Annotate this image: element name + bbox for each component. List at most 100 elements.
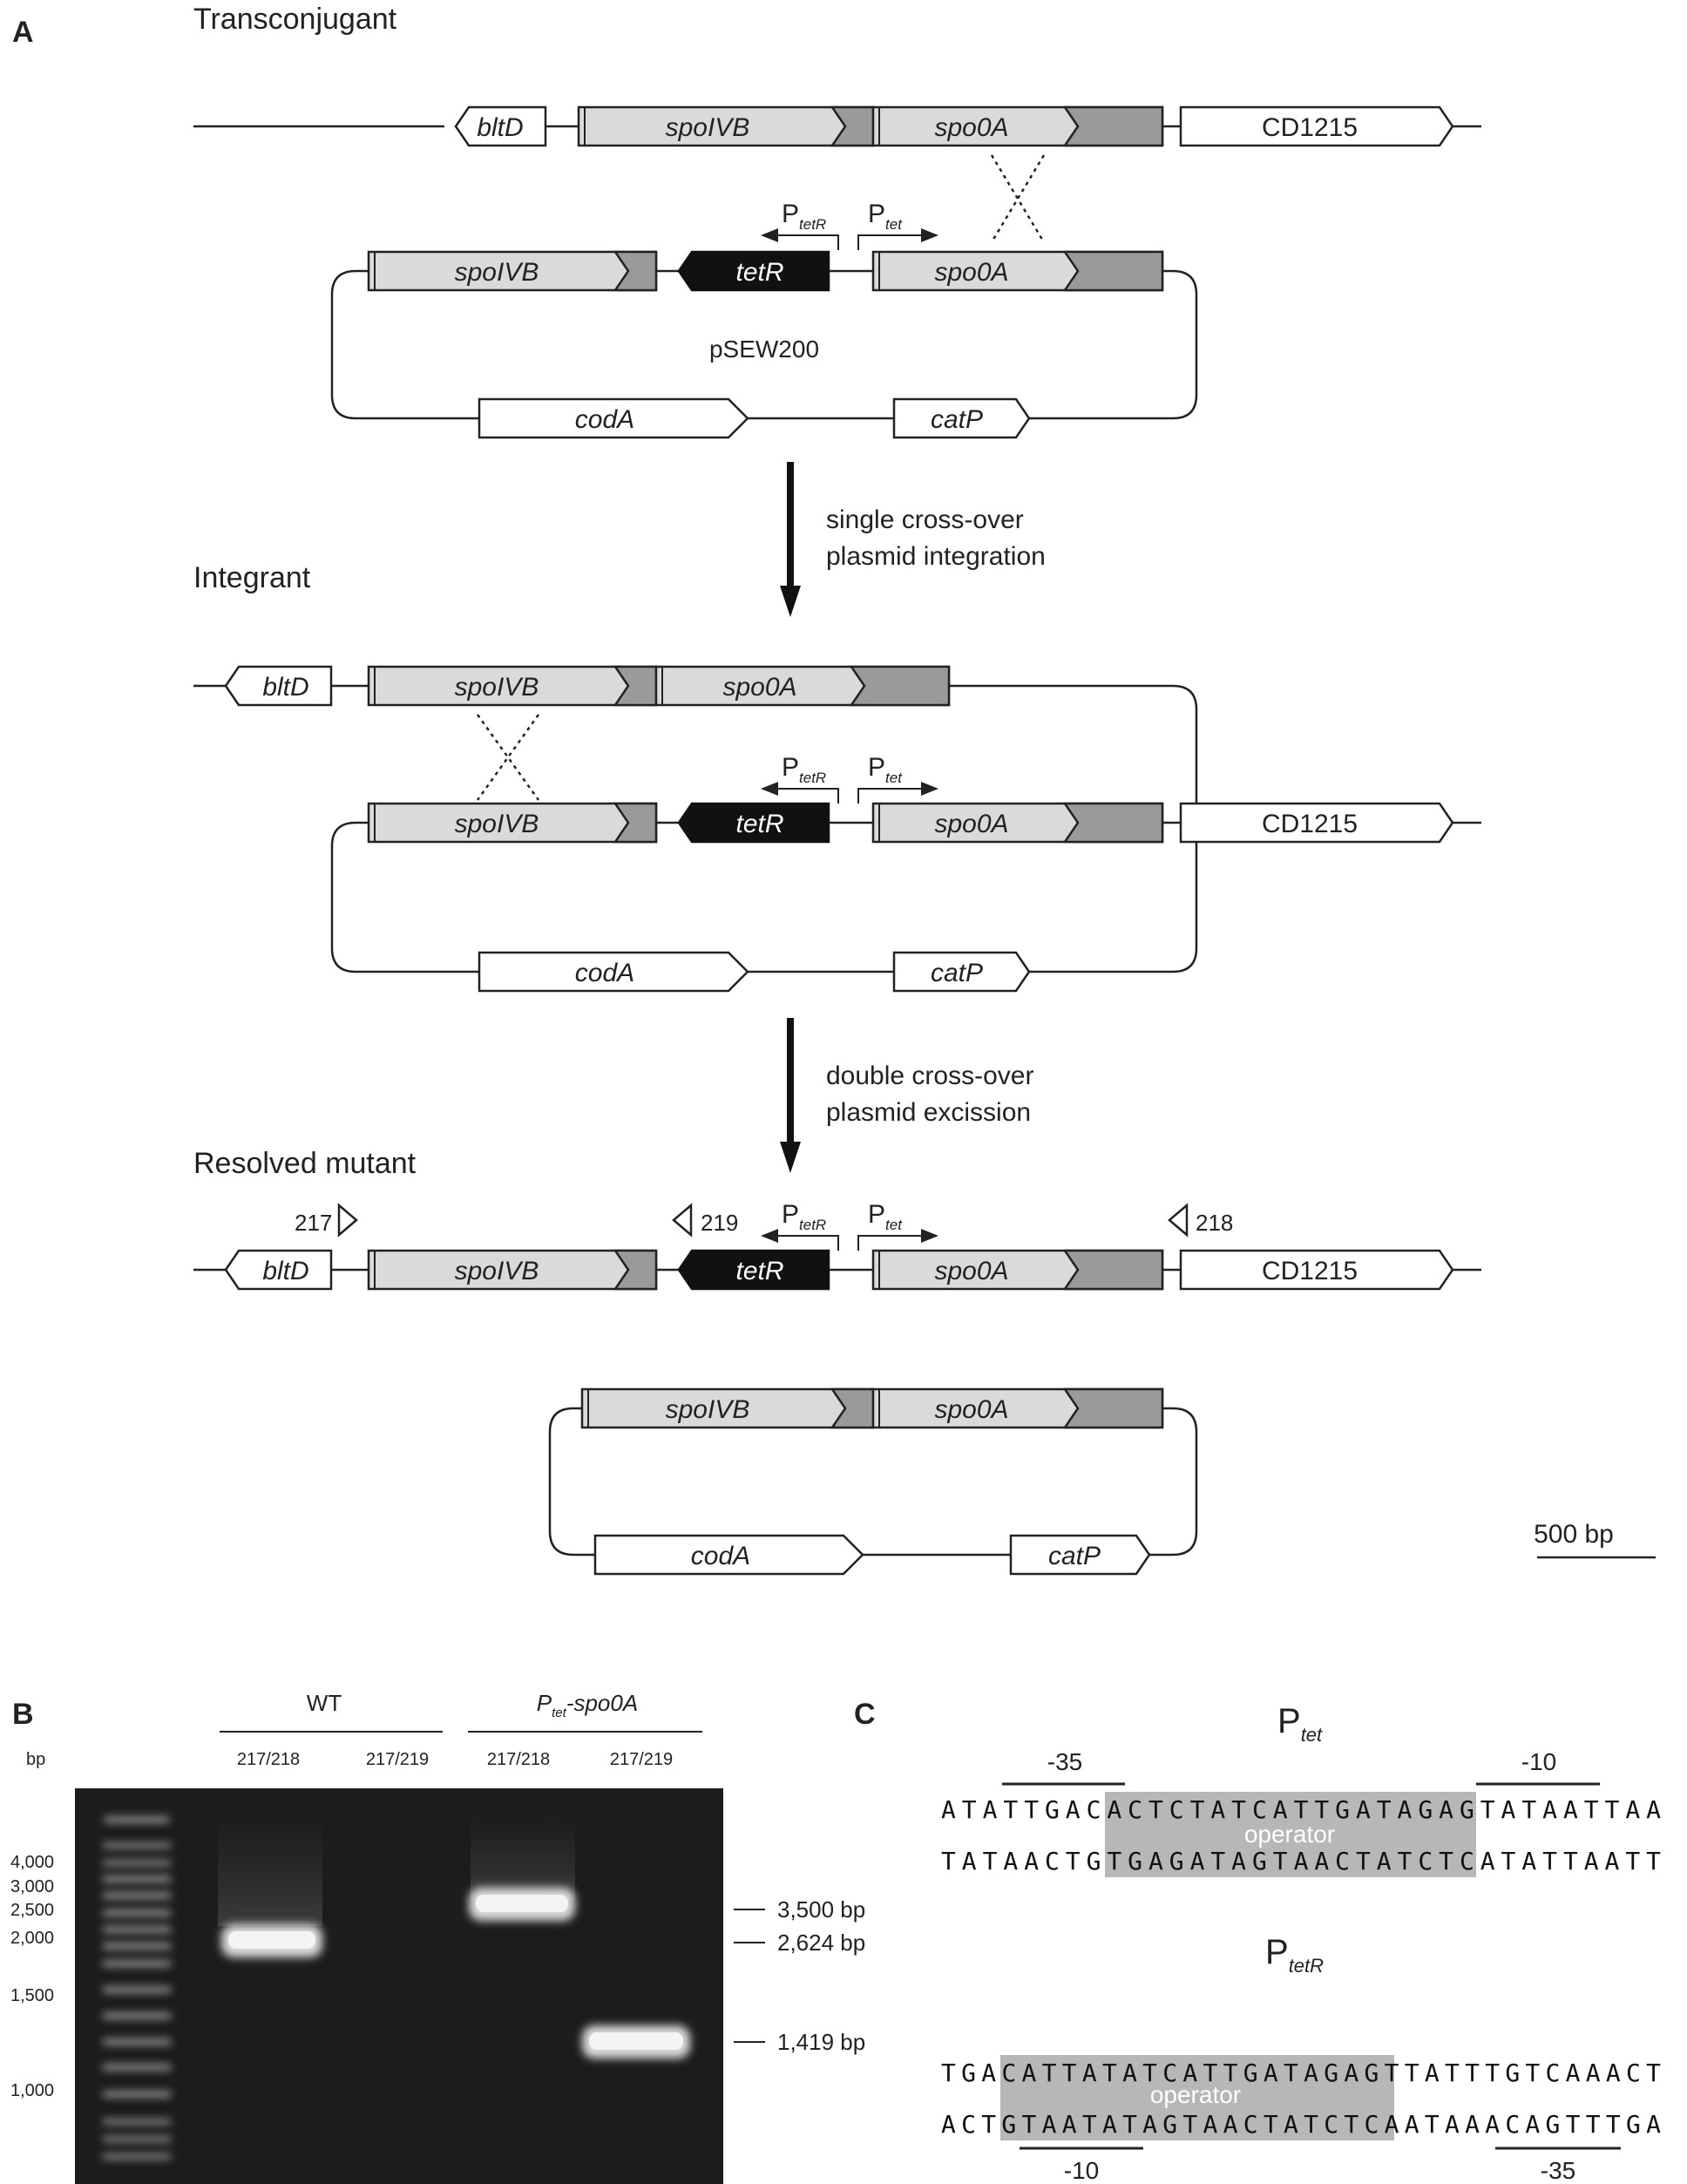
integrant-plasmid-tetR-label: tetR — [735, 810, 783, 838]
plasmid-gene-codA — [478, 397, 749, 439]
resolved-gene-spo0A-label: spo0A — [934, 1257, 1008, 1285]
scale-bar: 500 bp — [1534, 1520, 1656, 1559]
primer-218: 218 — [1168, 1203, 1233, 1238]
stage-integrant-label: Integrant — [193, 561, 311, 594]
integrant-gene-CD1215-label: CD1215 — [1262, 810, 1358, 838]
integrant-plasmid-spoIVB-label: spoIVB — [455, 810, 539, 838]
step1-line2: plasmid integration — [826, 542, 1046, 571]
excised-gene-spo0A-label: spo0A — [934, 1395, 1008, 1424]
resolved-gene-spoIVB-label: spoIVB — [455, 1257, 539, 1285]
lane-label-1: 217/218 — [237, 1750, 300, 1769]
promoter-tet-2: Ptet — [857, 753, 938, 804]
gene-spoIVB-label: spoIVB — [666, 113, 750, 142]
band-label-2624: 2,624 bp — [777, 1930, 865, 1956]
panel-b-label: B — [12, 1698, 34, 1731]
ladder-lane — [103, 1817, 171, 2159]
ptet-operator-label: operator — [1244, 1821, 1335, 1848]
step-arrow-excision — [780, 1018, 801, 1173]
integrant-plasmid-catP — [892, 951, 1031, 993]
plasmid-gene-spoIVB — [367, 250, 658, 292]
integrant-top-row: bltD spoIVB spo0A — [193, 665, 1198, 804]
ptet-minus10: -10 — [1521, 1748, 1556, 1775]
excised-gene-catP — [1009, 1534, 1151, 1576]
integrant-plasmid-catP-label: catP — [931, 959, 983, 987]
ptetr-title: PtetR — [1265, 1933, 1324, 1977]
excised-gene-spoIVB-label: spoIVB — [666, 1395, 750, 1424]
excised-gene-catP-label: catP — [1048, 1542, 1101, 1570]
ladder-label-4000: 4,000 — [10, 1853, 54, 1872]
ptetr-operator-label: operator — [1150, 2081, 1241, 2108]
svg-text:217: 217 — [295, 1210, 332, 1236]
lane-label-4: 217/219 — [610, 1750, 673, 1769]
gene-CD1215-label: CD1215 — [1262, 113, 1358, 142]
crossover-mark — [990, 154, 1046, 243]
gel-image — [75, 1788, 723, 2184]
resolved-gene-spoIVB — [367, 1249, 658, 1291]
integrant-gene-bltD-label: bltD — [262, 673, 308, 702]
promoter-tetR-3: PtetR — [761, 1200, 839, 1251]
integrant-gene-spo0A-label: spo0A — [722, 673, 796, 702]
group-mut-label: Ptet-spo0A — [537, 1690, 638, 1720]
ptetr-minus10: -10 — [1064, 2157, 1099, 2184]
primer-219: 219 — [672, 1203, 738, 1238]
resolved-chromosome: bltD spoIVB tetR spo0A CD1215 — [193, 1249, 1481, 1291]
gene-bltD-label: bltD — [477, 113, 523, 142]
svg-text:219: 219 — [701, 1210, 738, 1236]
ptet-title: Ptet — [1277, 1702, 1323, 1746]
plasmid-gene-catP-label: catP — [931, 405, 983, 434]
plasmid-gene-codA-label: codA — [575, 405, 634, 434]
band-mut-217-218 — [469, 1888, 575, 1921]
integrant-gene-CD1215 — [1179, 802, 1454, 844]
group-wt-label: WT — [307, 1690, 342, 1716]
svg-text:PtetR: PtetR — [782, 200, 826, 233]
plasmid-gene-tetR-label: tetR — [735, 258, 783, 287]
excised-plasmid: spoIVB spo0A codA catP — [548, 1387, 1198, 1576]
svg-text:PtetR: PtetR — [782, 1200, 826, 1233]
resolved-gene-tetR-label: tetR — [735, 1257, 783, 1285]
stage-transconjugant-label: Transconjugant — [193, 3, 397, 36]
svg-text:Ptet: Ptet — [868, 200, 903, 233]
ptet-top-strand: ATATTGACACTCTATCATTGATAGAGTATAATTAA — [941, 1795, 1661, 1824]
panel-c-label: C — [854, 1698, 876, 1731]
band-label-1419: 1,419 bp — [777, 2029, 865, 2055]
integrant-gene-spoIVB — [367, 665, 658, 707]
lane-label-3: 217/218 — [487, 1750, 550, 1769]
resolved-gene-CD1215-label: CD1215 — [1262, 1257, 1358, 1285]
promoter-tetR: PtetR — [761, 200, 839, 250]
primer-217: 217 — [295, 1203, 358, 1238]
svg-text:500 bp: 500 bp — [1534, 1520, 1614, 1549]
promoter-tetR-2: PtetR — [761, 753, 839, 804]
step2-line2: plasmid excission — [826, 1098, 1031, 1127]
plasmid-name: pSEW200 — [709, 336, 819, 363]
band-mut-217-219 — [582, 2025, 690, 2059]
svg-text:218: 218 — [1196, 1210, 1233, 1236]
crossover-mark-2 — [476, 714, 540, 801]
step-arrow-integration — [780, 462, 801, 617]
svg-text:Ptet: Ptet — [868, 753, 903, 786]
svg-text:Ptet: Ptet — [868, 1200, 903, 1233]
ptet-bottom-strand: TATAACTGTGAGATAGTAACTATCTCATATTAATT — [941, 1847, 1661, 1875]
integrant-plasmid-spo0A-label: spo0A — [934, 810, 1008, 838]
ladder-label-3000: 3,000 — [10, 1877, 54, 1896]
plasmid-gene-spoIVB-label: spoIVB — [455, 258, 539, 287]
resolved-gene-CD1215 — [1179, 1249, 1454, 1291]
gene-spoIVB — [577, 105, 875, 147]
ptet-minus35: -35 — [1047, 1748, 1082, 1775]
integrant-plasmid-row: spoIVB tetR spo0A CD1215 codA catP — [330, 802, 1481, 993]
integrant-plasmid-codA-label: codA — [575, 959, 634, 987]
ladder-label-1000: 1,000 — [10, 2081, 54, 2100]
excised-gene-codA — [593, 1534, 864, 1576]
ptet-operator-box — [1105, 1792, 1476, 1877]
panel-a-label: A — [12, 16, 34, 49]
promoter-tet-3: Ptet — [857, 1200, 938, 1251]
ptetr-operator-box — [1000, 2055, 1394, 2140]
ladder-label-2000: 2,000 — [10, 1929, 54, 1948]
svg-text:PtetR: PtetR — [782, 753, 826, 786]
band-label-3500: 3,500 bp — [777, 1896, 865, 1923]
plasmid-gene-catP — [892, 397, 1031, 439]
excised-gene-codA-label: codA — [691, 1542, 750, 1570]
resolved-gene-bltD-label: bltD — [262, 1257, 308, 1285]
transconjugant-chromosome: bltD spoIVB spo0A CD1215 — [193, 105, 1481, 147]
gene-CD1215 — [1179, 105, 1454, 147]
ladder-label-1500: 1,500 — [10, 1986, 54, 2005]
